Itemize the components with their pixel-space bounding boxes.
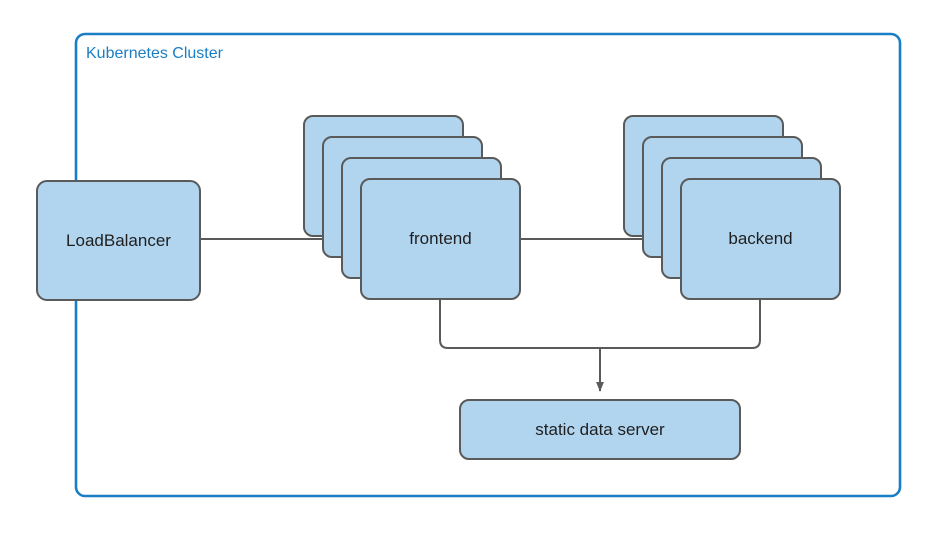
edge-frontend-to-static-data-server[interactable] bbox=[439, 299, 600, 349]
node-backend[interactable] bbox=[623, 115, 841, 300]
backend-card-primary bbox=[680, 178, 841, 300]
edge-backend-to-static-data-server[interactable] bbox=[600, 299, 761, 349]
cluster-title: Kubernetes Cluster bbox=[86, 45, 223, 62]
node-loadbalancer[interactable] bbox=[36, 180, 201, 301]
node-frontend[interactable] bbox=[303, 115, 521, 300]
frontend-card-primary bbox=[360, 178, 521, 300]
node-static-data-server[interactable] bbox=[459, 399, 741, 460]
